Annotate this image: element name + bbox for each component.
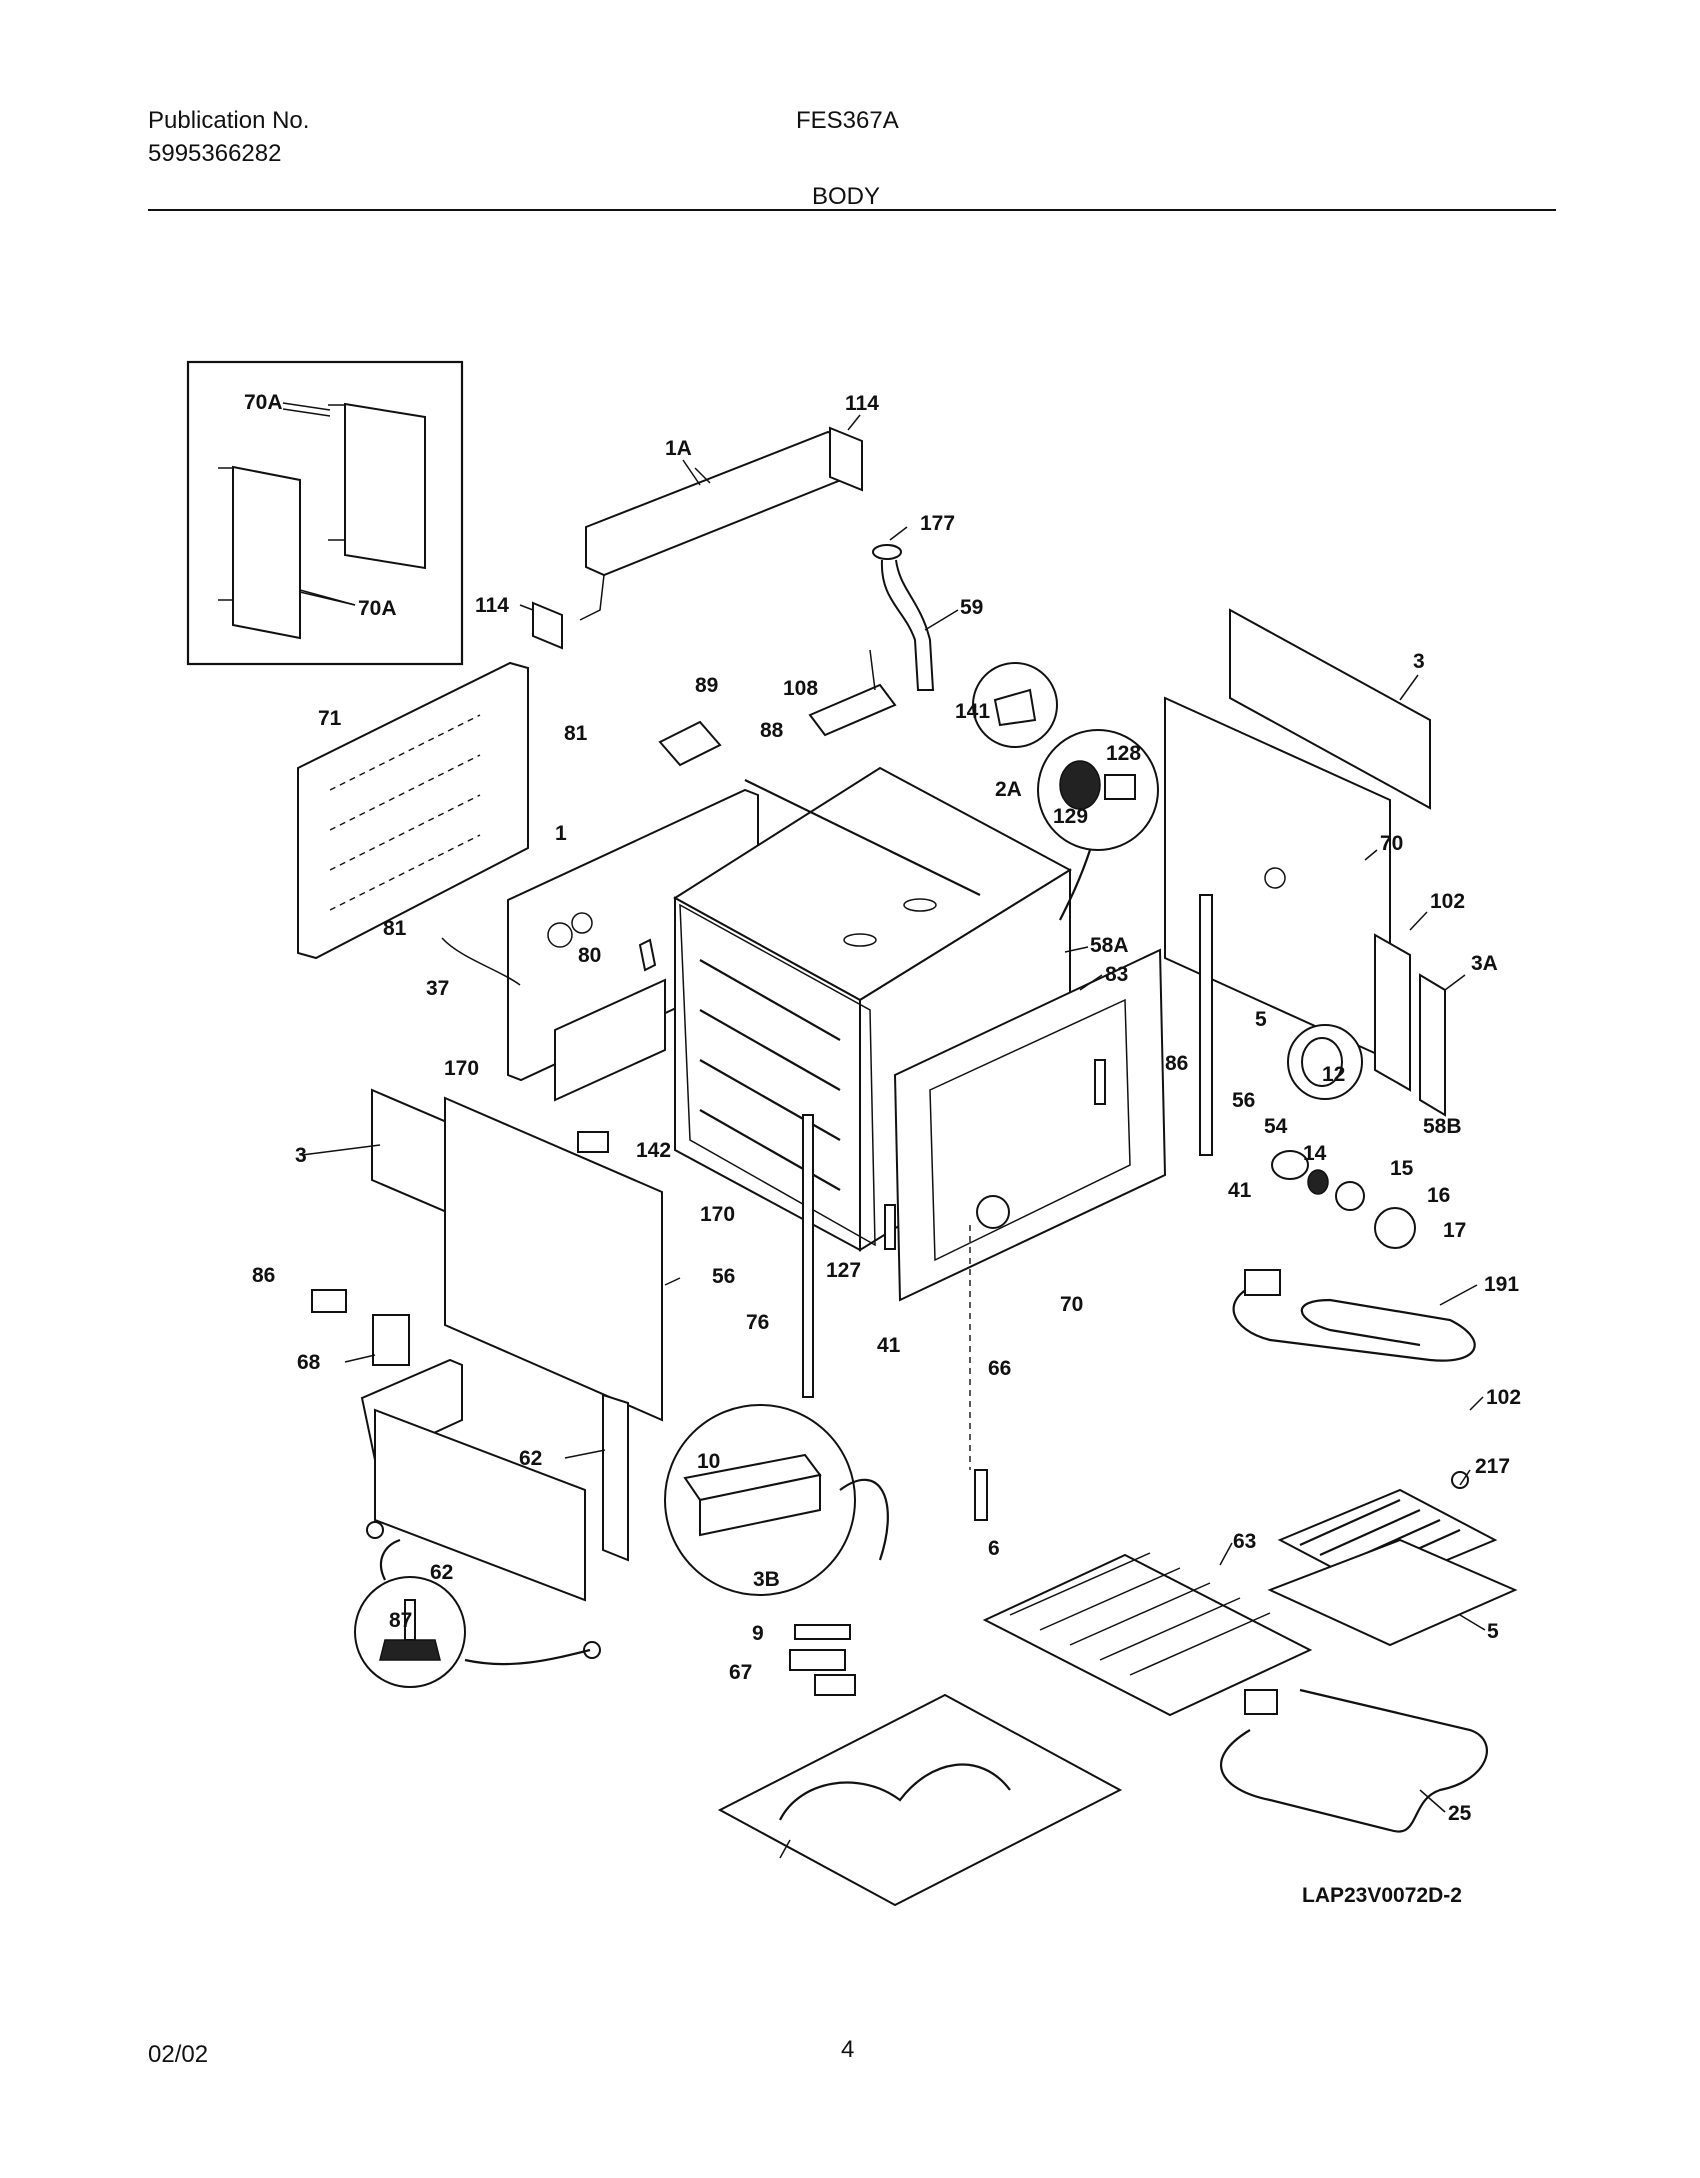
callout-labels: 70A 70A 114 1A 114 177 59 71 81 89 108 8… [244, 391, 1521, 1907]
callout-58b: 170 [700, 1203, 735, 1226]
door-frame [884, 948, 1167, 1302]
callout-170-top: 170 [444, 1057, 479, 1080]
callout-71: 71 [318, 707, 342, 730]
callout-10: 217 [1475, 1455, 1510, 1478]
callout-1: 1 [555, 822, 567, 845]
header-rule [148, 209, 1556, 211]
model-number: FES367A [796, 107, 899, 134]
callout-3-right: 3 [1413, 650, 1425, 673]
publication-number: 5995366282 [148, 140, 282, 167]
callout-1a: 1A [665, 437, 692, 460]
top-rear-bracket [532, 426, 863, 650]
callout-63: 3B [753, 1568, 780, 1591]
top-components [658, 649, 981, 896]
trim-strips [802, 894, 1213, 1398]
broiler-pan [1267, 1471, 1518, 1647]
callout-5-right: 58B [1423, 1115, 1462, 1138]
callout-102-right: 102 [1430, 890, 1465, 913]
callout-129: 129 [1053, 805, 1088, 828]
callout-5-upper: 5 [1255, 1008, 1267, 1031]
callout-70a-top: 70A [244, 391, 283, 414]
rear-panel [297, 661, 529, 960]
callout-70-right: 70 [1380, 832, 1403, 855]
callout-9: 5 [1487, 1620, 1499, 1643]
broil-element [1232, 1269, 1476, 1362]
callout-127: 70 [1060, 1293, 1083, 1316]
callout-54: 54 [1264, 1115, 1288, 1138]
callout-128: 128 [1106, 742, 1141, 765]
callout-62-bottom: 9 [752, 1622, 764, 1645]
callout-170-left: 86 [252, 1264, 275, 1287]
callout-58a: 58A [1090, 934, 1129, 957]
callout-88: 88 [760, 719, 784, 742]
callout-15: 15 [1390, 1157, 1414, 1180]
callout-17: 17 [1443, 1219, 1466, 1242]
bake-element [1220, 1688, 1488, 1833]
callout-86-right: 86 [1165, 1052, 1188, 1075]
vent-tube [872, 544, 935, 691]
callout-83: 83 [1105, 963, 1128, 986]
callout-114-top: 114 [845, 392, 879, 415]
callout-5-detail: 87 [389, 1609, 412, 1632]
callout-67: 25 [1448, 1802, 1472, 1825]
callout-3a: 3A [1471, 952, 1498, 975]
callout-87: 67 [729, 1661, 752, 1684]
callout-41-right: 41 [1228, 1179, 1252, 1202]
callout-66: 191 [1484, 1273, 1519, 1296]
callout-177: 177 [920, 512, 955, 535]
callout-56-left: 76 [746, 1311, 769, 1334]
callout-141: 141 [955, 700, 990, 723]
oven-rack [982, 1552, 1313, 1717]
callout-12: 12 [1322, 1063, 1345, 1086]
section-title: BODY [812, 183, 881, 210]
sensor-and-bracket [969, 1195, 1010, 1521]
callout-80: 80 [578, 944, 601, 967]
callout-70-left: 56 [712, 1265, 735, 1288]
callout-217: 6 [988, 1537, 1000, 1560]
callout-86-left: 127 [826, 1259, 861, 1282]
callout-142: 142 [636, 1139, 671, 1162]
callout-108: 108 [783, 677, 818, 700]
callout-89: 89 [695, 674, 718, 697]
callout-56-right: 56 [1232, 1089, 1255, 1112]
leveling-leg-detail [354, 1538, 591, 1688]
callout-41-bottom: 66 [988, 1357, 1011, 1380]
component-detail-circles [972, 662, 1159, 921]
bottom-panel [717, 1674, 1123, 1907]
callout-76: 41 [877, 1334, 901, 1357]
callout-6: 63 [1233, 1530, 1256, 1553]
callout-81-bottom: 81 [383, 917, 407, 940]
callout-62-top: 10 [697, 1450, 720, 1473]
inset-box [186, 360, 464, 666]
diagram-code: LAP23V0072D-2 [1302, 1884, 1462, 1907]
right-side-panels [1164, 608, 1446, 1117]
callout-191: 68 [297, 1351, 321, 1374]
callout-59: 59 [960, 596, 983, 619]
callout-70a-bottom: 70A [358, 597, 397, 620]
leader-lines [282, 402, 1486, 1859]
callout-3-left: 3 [295, 1144, 307, 1167]
callout-114-left: 114 [475, 594, 509, 617]
callout-81-top: 81 [564, 722, 588, 745]
footer-date: 02/02 [148, 2041, 209, 2068]
callout-16: 16 [1427, 1184, 1450, 1207]
light-assembly [1271, 1024, 1416, 1249]
callout-14: 14 [1303, 1142, 1327, 1165]
left-lower-assembly [311, 1088, 663, 1659]
publication-label: Publication No. [148, 107, 310, 134]
terminal-block-detail [664, 1404, 889, 1671]
callout-3b: 62 [430, 1561, 453, 1584]
callout-68: 102 [1486, 1386, 1521, 1409]
callout-102-left: 62 [519, 1447, 542, 1470]
callout-37: 37 [426, 977, 449, 1000]
callout-2a: 2A [995, 778, 1022, 801]
footer-page-number: 4 [841, 2036, 855, 2063]
